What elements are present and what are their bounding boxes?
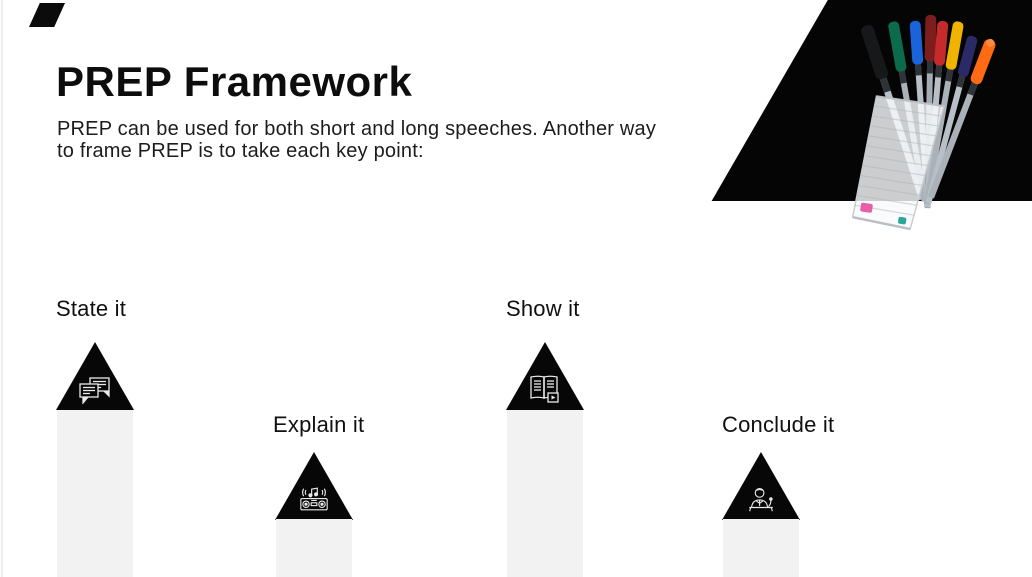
step-triangle [506, 342, 584, 410]
chat-bubbles-icon [79, 377, 110, 404]
step-column [723, 519, 799, 577]
slide-subtitle: PREP can be used for both short and long… [57, 118, 657, 162]
step-column [507, 410, 583, 577]
open-book-play-icon [530, 375, 559, 403]
step-triangle [275, 452, 353, 520]
cup-group [851, 95, 945, 231]
presenter-icon [749, 488, 773, 512]
step-column [276, 519, 352, 577]
music-player-icon [300, 487, 328, 511]
step-triangle [56, 342, 134, 410]
step-label: Show it [506, 296, 580, 321]
step-label: State it [56, 296, 127, 321]
pen-cup-image [851, 14, 996, 231]
step-label: Explain it [273, 412, 365, 437]
left-edge-line [1, 0, 3, 577]
step-explain-it: Explain it [273, 412, 364, 577]
step-triangle [722, 452, 800, 520]
step-label: Conclude it [722, 412, 835, 437]
step-column [57, 410, 133, 577]
step-show-it: Show it [506, 296, 586, 577]
page-title: PREP Framework [56, 58, 413, 105]
corner-accent-shape [29, 3, 65, 27]
step-conclude-it: Conclude it [722, 412, 834, 577]
step-state-it: State it [56, 296, 136, 577]
